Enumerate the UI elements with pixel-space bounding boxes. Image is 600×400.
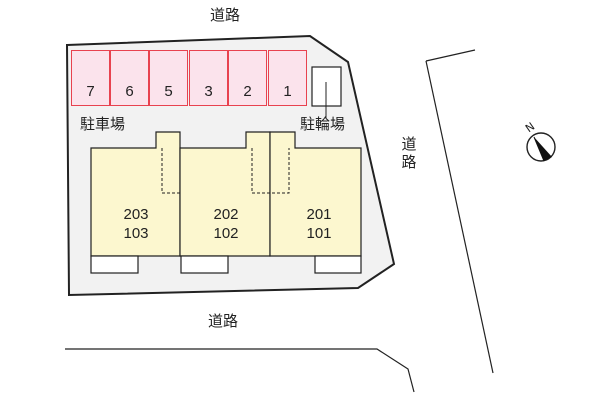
unit-upper: 201 xyxy=(306,206,332,223)
road-label-bottom: 道路 xyxy=(208,312,239,330)
unit-upper: 203 xyxy=(123,206,149,223)
bicycle-parking-label: 駐輪場 xyxy=(300,115,346,133)
slot-number: 7 xyxy=(86,83,95,100)
unit-lower: 101 xyxy=(306,225,332,242)
right-road-edge xyxy=(425,60,494,374)
slot-number: 5 xyxy=(164,83,173,100)
interior-dashed-lines xyxy=(161,148,290,194)
slot-number: 1 xyxy=(283,83,292,100)
compass-icon xyxy=(526,132,556,162)
parking-label: 駐車場 xyxy=(80,115,126,133)
unit-lower: 102 xyxy=(213,225,239,242)
unit-upper: 202 xyxy=(213,206,239,223)
parking-slot: 7 xyxy=(71,50,110,106)
parking-slot: 5 xyxy=(149,50,188,106)
building-block xyxy=(90,131,362,257)
slot-number: 6 xyxy=(125,83,134,100)
parking-slot: 2 xyxy=(228,50,267,106)
bottom-road-edge xyxy=(65,348,415,393)
parking-slot: 6 xyxy=(110,50,149,106)
slot-number: 2 xyxy=(243,83,252,100)
road-label-right: 道路 xyxy=(401,135,417,171)
unit-lower: 103 xyxy=(123,225,149,242)
parking-slot: 3 xyxy=(189,50,228,106)
unit-label-201-101: 201 101 xyxy=(294,205,344,243)
unit-label-202-102: 202 102 xyxy=(201,205,251,243)
unit-label-203-103: 203 103 xyxy=(111,205,161,243)
slot-number: 3 xyxy=(204,83,213,100)
parking-slot: 1 xyxy=(268,50,307,106)
balconies xyxy=(90,255,362,274)
right-road-boundary xyxy=(425,49,476,62)
road-label-top: 道路 xyxy=(210,6,241,24)
